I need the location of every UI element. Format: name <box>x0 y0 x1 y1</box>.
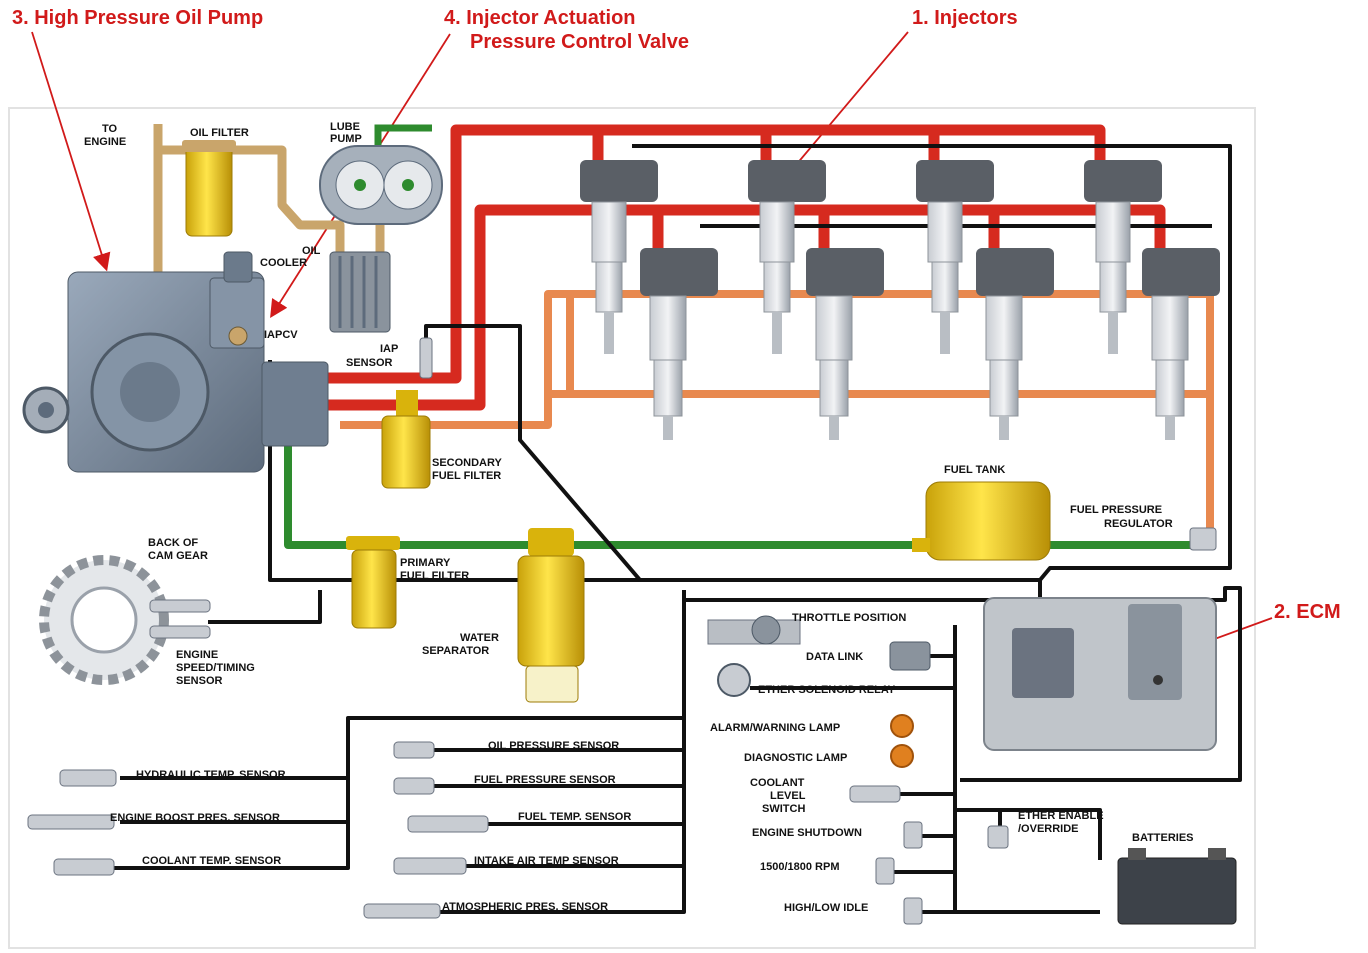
label-fuel-regulator-2: REGULATOR <box>1104 518 1173 530</box>
label-oil-filter: OIL FILTER <box>190 127 249 139</box>
label-ether-enable-2: /OVERRIDE <box>1018 823 1079 835</box>
label-throttle: THROTTLE POSITION <box>792 612 906 624</box>
callout-ipcv-line1: 4. Injector Actuation <box>444 7 636 29</box>
label-lube-pump-2: PUMP <box>330 133 362 145</box>
label-to-engine-2: ENGINE <box>84 136 126 148</box>
fuel-tank <box>912 481 1051 561</box>
label-ipcv: IAPCV <box>264 329 298 341</box>
injector-bank-rear <box>580 160 1162 354</box>
fuel-pressure-regulator <box>1189 527 1217 551</box>
label-high-low-idle: HIGH/LOW IDLE <box>784 902 868 914</box>
label-atmo-pres: ATMOSPHERIC PRES. SENSOR <box>442 901 608 913</box>
alarm-lamp-icon <box>890 714 914 738</box>
ether-solenoid-relay <box>717 663 751 697</box>
lube-pump <box>319 145 443 225</box>
label-ether-enable-1: ETHER ENABLE <box>1018 810 1104 822</box>
label-back-cam-2: CAM GEAR <box>148 550 208 562</box>
label-hyd-temp: HYDRAULIC TEMP. SENSOR <box>136 769 286 781</box>
iapcv-valve <box>209 251 265 349</box>
label-intake-air: INTAKE AIR TEMP SENSOR <box>474 855 619 867</box>
speed-timing-sensor <box>149 599 211 639</box>
label-fuel-regulator-1: FUEL PRESSURE <box>1070 504 1162 516</box>
label-primary-filter-1: PRIMARY <box>400 557 451 569</box>
label-to-engine-1: TO <box>102 123 118 135</box>
ecm <box>983 597 1217 751</box>
injector-bank-front <box>640 248 1220 440</box>
label-iap-sensor-2: SENSOR <box>346 357 393 369</box>
callout-ecm: 2. ECM <box>1274 601 1341 623</box>
label-oil-cooler-1: OIL <box>302 245 321 257</box>
primary-fuel-filter <box>346 536 400 629</box>
injector <box>916 160 994 354</box>
label-coolant-switch-2: LEVEL <box>770 790 806 802</box>
label-lube-pump-1: LUBE <box>330 121 360 133</box>
iap-sensor <box>419 337 433 379</box>
label-oil-pres: OIL PRESSURE SENSOR <box>488 740 619 752</box>
oil-filter <box>182 140 236 237</box>
label-primary-filter-2: FUEL FILTER <box>400 570 469 582</box>
cam-gear <box>39 555 169 685</box>
label-water-sep-1: WATER <box>460 632 499 644</box>
label-coolant-switch-3: SWITCH <box>762 803 805 815</box>
water-separator <box>517 528 585 703</box>
label-data-link: DATA LINK <box>806 651 863 663</box>
label-ether-relay: ETHER SOLENOID RELAY <box>758 684 896 696</box>
diagnostic-lamp-icon <box>890 744 914 768</box>
injector <box>806 248 884 440</box>
injector <box>580 160 658 354</box>
data-link-connector <box>889 641 931 671</box>
callout-pump: 3. High Pressure Oil Pump <box>12 7 263 29</box>
label-fuel-temp: FUEL TEMP. SENSOR <box>518 811 631 823</box>
label-alarm-lamp: ALARM/WARNING LAMP <box>710 722 840 734</box>
sensor-glyphs <box>27 741 1009 925</box>
label-engine-shutdown: ENGINE SHUTDOWN <box>752 827 862 839</box>
label-fuel-tank: FUEL TANK <box>944 464 1005 476</box>
label-secondary-filter-2: FUEL FILTER <box>432 470 501 482</box>
label-iap-sensor-1: IAP <box>380 343 398 355</box>
secondary-fuel-filter <box>381 390 431 489</box>
high-pressure-oil-pump <box>22 271 329 473</box>
label-coolant-temp: COOLANT TEMP. SENSOR <box>142 855 281 867</box>
label-rpm: 1500/1800 RPM <box>760 861 840 873</box>
label-coolant-switch-1: COOLANT <box>750 777 805 789</box>
label-fuel-pres: FUEL PRESSURE SENSOR <box>474 774 616 786</box>
injector <box>1142 248 1220 440</box>
callout-ipcv-line2: Pressure Control Valve <box>470 31 689 53</box>
injector <box>976 248 1054 440</box>
label-diag-lamp: DIAGNOSTIC LAMP <box>744 752 847 764</box>
fuel-return-line <box>284 445 1200 549</box>
label-oil-cooler-2: COOLER <box>260 257 307 269</box>
throttle-position <box>707 615 801 645</box>
label-speed-sensor-2: SPEED/TIMING <box>176 662 255 674</box>
injector <box>1084 160 1162 354</box>
injector <box>640 248 718 440</box>
label-speed-sensor-3: SENSOR <box>176 675 223 687</box>
callout-injectors: 1. Injectors <box>912 7 1018 29</box>
label-back-cam-1: BACK OF <box>148 537 198 549</box>
oil-cooler <box>329 251 391 333</box>
label-boost-pres: ENGINE BOOST PRES. SENSOR <box>110 812 280 824</box>
label-water-sep-2: SEPARATOR <box>422 645 489 657</box>
batteries <box>1117 848 1237 925</box>
label-batteries: BATTERIES <box>1132 832 1194 844</box>
injector <box>748 160 826 354</box>
label-speed-sensor-1: ENGINE <box>176 649 218 661</box>
label-secondary-filter-1: SECONDARY <box>432 457 503 469</box>
